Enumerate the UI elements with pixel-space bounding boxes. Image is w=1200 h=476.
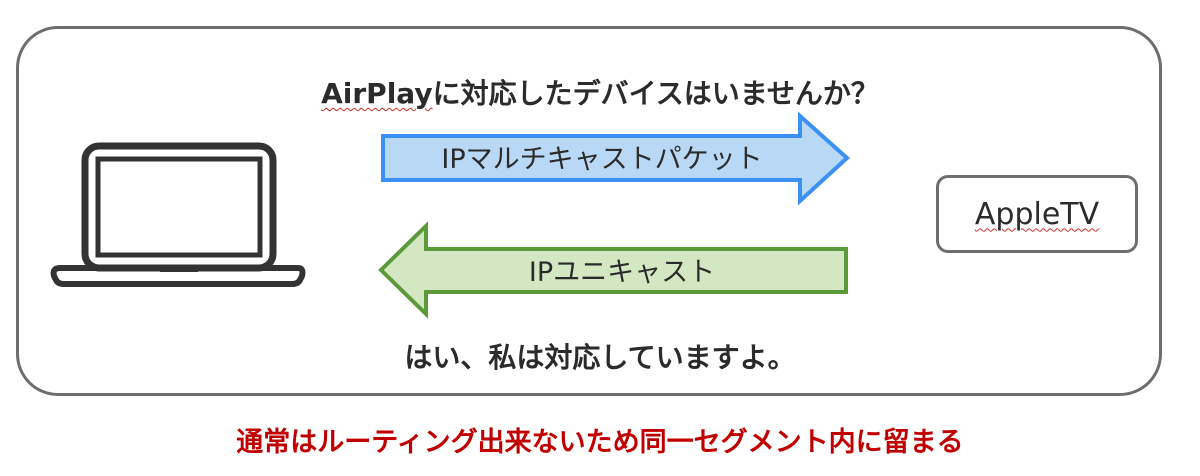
- arrow-right-label: IPマルチキャストパケット: [441, 144, 762, 175]
- laptop-screen-inner: [95, 156, 263, 258]
- laptop-screen-outer: [81, 142, 277, 272]
- answer-text: はい、私は対応していますよ。: [404, 341, 796, 374]
- laptop-icon: [50, 142, 306, 287]
- caption-text: 通常はルーティング出来ないため同一セグメント内に留まる: [236, 427, 964, 458]
- diagram-frame: [16, 26, 1162, 396]
- question-text: AirPlayに対応したデバイスはいませんか？: [0, 72, 1200, 112]
- laptop-base: [50, 265, 306, 287]
- appletv-label: AppleTV: [974, 196, 1100, 232]
- arrow-right-shape: [381, 111, 850, 206]
- appletv-label-wrap: AppleTV: [936, 175, 1138, 253]
- arrow-left-label: IPユニキャスト: [529, 257, 715, 288]
- question-rest: に対応したデバイスはいませんか？: [432, 77, 879, 110]
- appletv-box: [936, 175, 1138, 253]
- airplay-word: AirPlay: [321, 77, 433, 110]
- arrow-left-shape: [378, 221, 848, 319]
